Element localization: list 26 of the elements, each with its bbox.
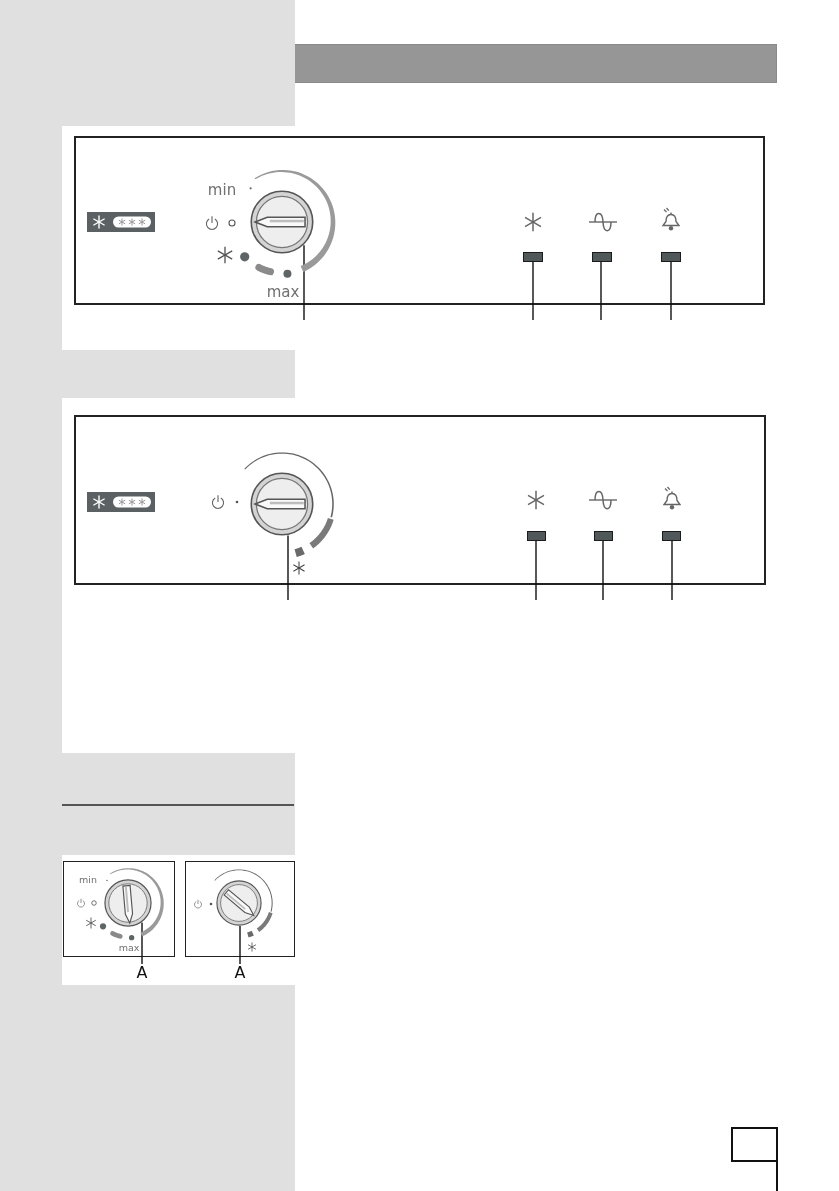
- scale-label: max: [118, 943, 140, 953]
- indicator-light: [523, 252, 543, 262]
- leader-line: [535, 540, 537, 601]
- leader-line: [287, 534, 289, 601]
- dial-knob: [250, 472, 314, 536]
- scale-label: max: [266, 284, 300, 300]
- leader-line: [600, 261, 602, 321]
- dial-knob: [250, 190, 314, 254]
- dial-knob: [104, 879, 152, 927]
- indicator-light: [594, 531, 613, 541]
- callout-letter: A: [230, 964, 250, 982]
- indicator-light: [592, 252, 612, 262]
- leader-line: [671, 540, 673, 601]
- indicator-light: [527, 531, 546, 541]
- leader-line: [239, 925, 241, 965]
- indicator-light: [661, 252, 681, 262]
- leader-line: [141, 921, 143, 965]
- scale-label: min: [79, 875, 97, 885]
- dial-knob: [216, 880, 262, 926]
- leader-line: [670, 261, 672, 321]
- scale-label: min: [207, 182, 237, 198]
- indicator-light: [662, 531, 681, 541]
- leader-line: [532, 261, 534, 321]
- callout-letter: A: [132, 964, 152, 982]
- leader-line: [303, 244, 305, 321]
- leader-line: [602, 540, 604, 601]
